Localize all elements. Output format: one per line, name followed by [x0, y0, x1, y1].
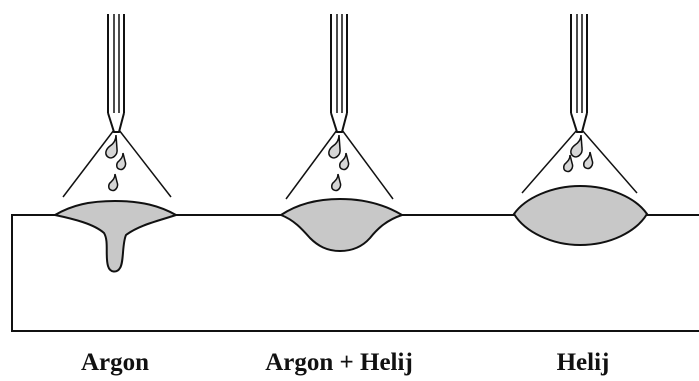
caption-argon: Argon	[81, 349, 149, 376]
arc-cone-argon-helium	[285, 129, 394, 200]
weld-pool-argon	[52, 199, 179, 273]
droplet-icon	[563, 154, 574, 173]
torch-helium	[570, 14, 588, 133]
arc-cone-argon	[62, 129, 172, 198]
caption-argon-helium: Argon + Helij	[265, 349, 413, 376]
droplets-argon	[105, 134, 127, 192]
droplets-argon-helium	[328, 134, 350, 192]
torch-argon	[107, 14, 125, 133]
wire-tip	[107, 112, 125, 133]
torch-argon-helium	[330, 14, 348, 133]
droplet-icon	[583, 151, 594, 170]
droplet-icon	[108, 173, 119, 192]
droplets-helium	[563, 134, 594, 173]
caption-helium: Helij	[557, 349, 610, 376]
weld-pool-helium	[512, 184, 649, 247]
weld-pool-argon-helium	[278, 197, 405, 253]
droplet-icon	[339, 152, 350, 171]
droplet-icon	[116, 152, 127, 171]
droplet-icon	[328, 134, 341, 159]
droplet-icon	[570, 134, 583, 158]
droplet-icon	[105, 134, 118, 159]
arc-cone-helium	[521, 129, 638, 194]
droplet-icon	[331, 173, 342, 192]
